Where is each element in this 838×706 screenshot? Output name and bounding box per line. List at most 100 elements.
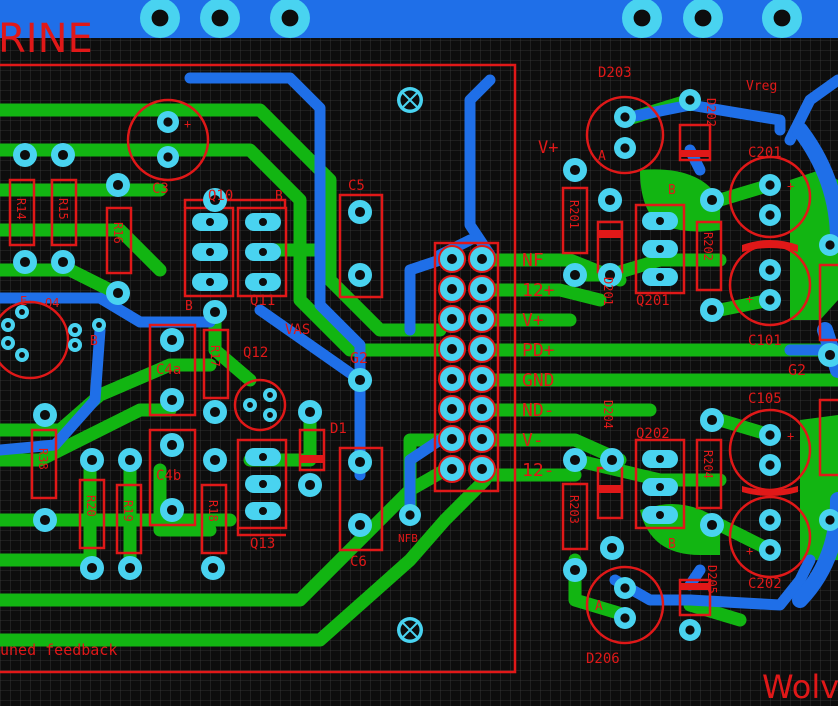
header-drill	[477, 344, 487, 354]
refdes-d202: D202	[704, 98, 718, 127]
svg-text:+: +	[746, 544, 753, 558]
header-drill	[477, 404, 487, 414]
pad-drill	[206, 248, 214, 256]
pad-drill	[19, 352, 25, 358]
marker-b-q201: B	[668, 183, 676, 198]
pad-drill	[19, 256, 31, 268]
connector-label: 12-	[522, 460, 555, 481]
refdes-d1: D1	[330, 421, 347, 437]
pad-drill	[765, 180, 775, 190]
refdes-c3: C3	[152, 181, 169, 197]
refdes-r20: R20	[84, 495, 98, 517]
pad-drill	[5, 322, 11, 328]
pad-drill	[706, 519, 718, 531]
header-drill	[477, 374, 487, 384]
refdes-c201: C201	[748, 145, 782, 161]
pad-drill	[604, 269, 616, 281]
pad-drill	[354, 374, 366, 386]
pad-drill	[765, 210, 775, 220]
component-designators: C3 C5 C6 C4a C4b C201 C101 C105 C202 D20…	[45, 65, 782, 667]
refdes-d205: D205	[705, 565, 719, 594]
pad-drill	[620, 613, 630, 623]
polarity-markers: +++ ++	[184, 117, 794, 558]
refdes-r17: R17	[208, 345, 222, 367]
pad-drill	[112, 287, 124, 299]
pad-drill	[19, 309, 25, 315]
refdes-q201: Q201	[636, 293, 670, 309]
pad-drill	[606, 454, 618, 466]
pad-drill	[259, 218, 267, 226]
mounting-hole-x-icon	[397, 87, 423, 113]
pad-drill	[706, 414, 718, 426]
board-title: RINE	[0, 16, 93, 62]
pad-drill	[304, 406, 316, 418]
pad-drill	[163, 152, 173, 162]
marker-a-d203: A	[598, 149, 606, 164]
pad-drill	[604, 194, 616, 206]
pad-drill	[166, 504, 178, 516]
header-drill	[447, 344, 457, 354]
header-drill	[477, 464, 487, 474]
pad-drill	[824, 349, 836, 361]
pad-drill	[765, 295, 775, 305]
connector-label: PD+	[522, 340, 555, 361]
marker-b-q202: B	[668, 537, 676, 552]
refdes-r38: R38	[36, 448, 50, 470]
pad-drill	[209, 454, 221, 466]
pad-drill	[569, 454, 581, 466]
header-drill	[477, 284, 487, 294]
pad-drill	[405, 510, 415, 520]
pad-drill	[259, 480, 267, 488]
refdes-c4b: C4b	[156, 468, 181, 484]
pad-drill	[773, 9, 791, 27]
connector-label: V+	[522, 310, 544, 331]
refdes-d201: D201	[601, 277, 615, 306]
refdes-q11: Q11	[250, 293, 275, 309]
pad-drill	[354, 456, 366, 468]
pad-drill	[354, 269, 366, 281]
mounting-hole-x-icon	[397, 617, 423, 643]
pad-drill	[5, 340, 11, 346]
pad-drill	[207, 562, 219, 574]
net-label-vplus: V+	[538, 138, 558, 158]
header-drill	[447, 464, 457, 474]
net-label-g2: G2	[350, 349, 368, 367]
pad-drill	[211, 9, 229, 27]
connector-label: 12+	[522, 280, 555, 301]
pad-drill	[656, 483, 664, 491]
header-connector	[438, 245, 496, 483]
pad-drill	[19, 149, 31, 161]
pad-drill	[620, 112, 630, 122]
refdes-q4: Q4	[45, 296, 59, 310]
header-drill	[477, 254, 487, 264]
pad-drill	[620, 583, 630, 593]
pad-drill	[706, 194, 718, 206]
header-drill	[447, 374, 457, 384]
marker-a-d206: A	[595, 599, 603, 614]
pad-drill	[267, 392, 273, 398]
pad-drill	[259, 248, 267, 256]
pad-drill	[633, 9, 651, 27]
pad-drill	[765, 460, 775, 470]
refdes-q10: Q10	[208, 188, 233, 204]
drill-holes	[5, 9, 836, 636]
refdes-c5: C5	[348, 178, 365, 194]
refdes-r16: R16	[111, 222, 125, 244]
rotated-designators: R14 R15 R16 R17 R18 R19 R20 R38 R201 R20…	[14, 98, 719, 594]
connector-label: V-	[522, 430, 544, 451]
pad-drill	[304, 479, 316, 491]
connector-label: NF	[522, 250, 544, 271]
svg-text:+: +	[787, 429, 794, 443]
pad-drill	[57, 256, 69, 268]
refdes-q13: Q13	[250, 536, 275, 552]
net-label-vreg: Vreg	[746, 79, 777, 94]
pad-drill	[39, 409, 51, 421]
marker-e-q4: E	[20, 294, 27, 308]
pad-drill	[57, 149, 69, 161]
refdes-c105: C105	[748, 391, 782, 407]
header-drill	[447, 284, 457, 294]
pad-drill	[620, 143, 630, 153]
pad-drill	[124, 562, 136, 574]
pad-drill	[656, 455, 664, 463]
